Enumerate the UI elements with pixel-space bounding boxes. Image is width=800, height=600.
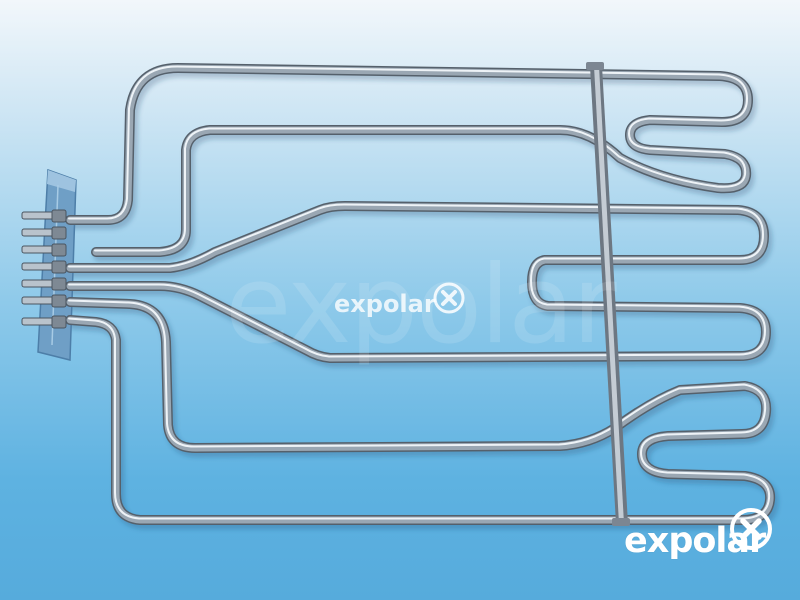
support-bracket bbox=[586, 62, 630, 526]
x-circle-icon bbox=[730, 508, 772, 550]
watermark-large-text: expolar bbox=[225, 243, 617, 368]
terminals bbox=[21, 209, 67, 329]
brand-logo-text: expolar bbox=[624, 521, 766, 561]
watermark-x-icon bbox=[433, 282, 465, 314]
watermark-small-text: expolar bbox=[334, 290, 436, 318]
